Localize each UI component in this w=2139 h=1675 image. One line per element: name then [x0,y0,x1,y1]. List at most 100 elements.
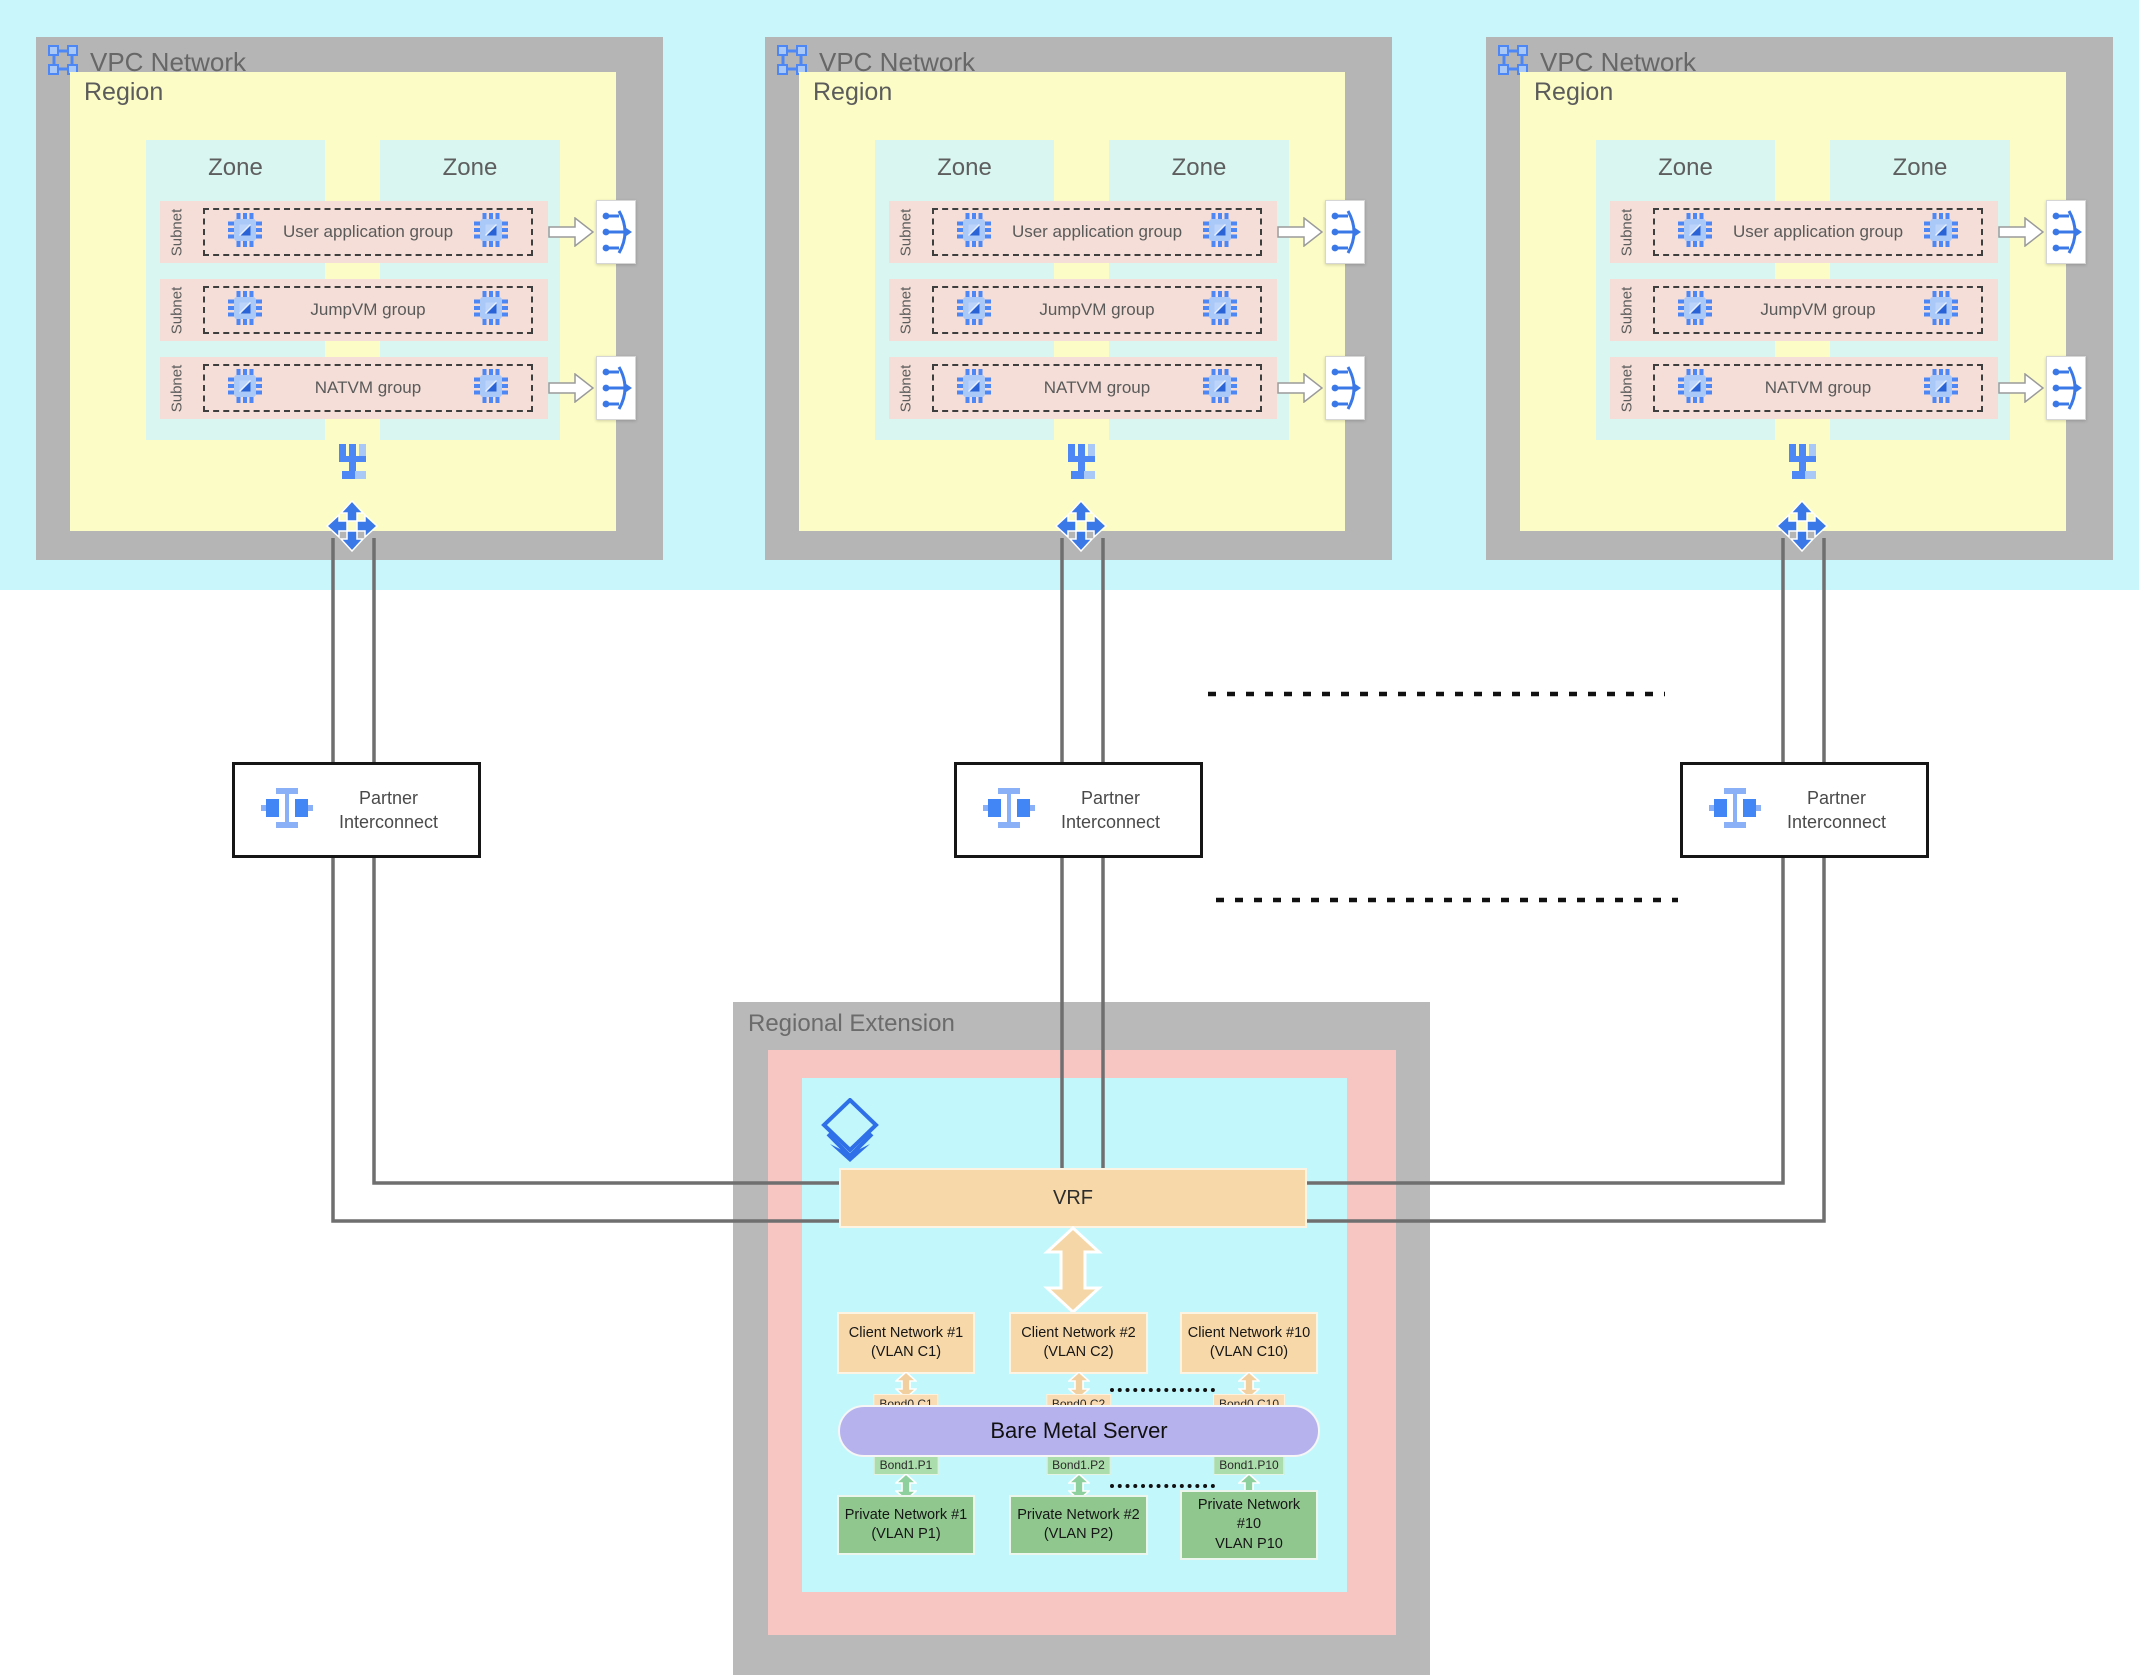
vpc-network-box: VPC Network Region Zone Zone Subnet User… [1486,37,2113,560]
zone-title: Zone [442,154,498,181]
load-balancer-icon [596,356,636,420]
client-network-box: Client Network #2(VLAN C2) [1009,1312,1148,1374]
vm-group-label: NATVM group [1764,378,1872,397]
subnet-row: Subnet NATVM group [160,357,548,419]
vpc-network-icon [1498,45,1528,80]
zone-title: Zone [1171,154,1227,181]
subnet-side-label: Subnet [897,364,915,412]
ellipsis-dotted-bottom [1110,1484,1215,1488]
vm-group-box: User application group [932,208,1262,256]
region-box: Region Zone Zone Subnet User application… [70,72,616,531]
vrf-double-arrow-icon [1041,1225,1105,1319]
partner-interconnect-icon [1709,786,1761,835]
four-way-arrows-icon [325,499,379,557]
compute-chip-icon [1202,212,1238,253]
subnet-row: Subnet User application group [160,201,548,263]
private-bond-label: Bond1.P1 [873,1455,939,1475]
region-box: Region Zone Zone Subnet User application… [1520,72,2066,531]
compute-chip-icon [227,368,263,409]
client-network-box: Client Network #10(VLAN C10) [1180,1312,1318,1374]
load-balancer-icon [1325,356,1365,420]
vm-group-label: JumpVM group [1039,300,1155,319]
compute-chip-icon [1677,290,1713,331]
vm-group-box: User application group [203,208,533,256]
subnet-side-label: Subnet [168,208,186,256]
egress-arrow-icon [1998,372,2045,404]
vm-group-box: JumpVM group [932,286,1262,334]
compute-chip-icon [1923,212,1959,253]
zone-title: Zone [1892,154,1948,181]
vpc-network-box: VPC Network Region Zone Zone Subnet User… [765,37,1392,560]
compute-chip-icon [473,212,509,253]
egress-arrow-icon [548,372,595,404]
compute-chip-icon [227,290,263,331]
egress-arrow-icon [548,216,595,248]
subnet-side-label: Subnet [897,286,915,334]
vrf-box: VRF [839,1168,1307,1228]
vm-group-box: NATVM group [932,364,1262,412]
subnet-side-label: Subnet [1618,208,1636,256]
egress-arrow-icon [1998,216,2045,248]
vpc-network-icon [48,45,78,80]
partner-interconnect-icon [983,786,1035,835]
subnet-row: Subnet User application group [1610,201,1998,263]
vm-group-label: NATVM group [1043,378,1151,397]
network-hub-icon [1784,443,1820,484]
compute-chip-icon [1202,290,1238,331]
subnet-side-label: Subnet [168,364,186,412]
load-balancer-icon [1325,200,1365,264]
zone-title: Zone [208,154,263,181]
compute-chip-icon [956,368,992,409]
vm-group-box: JumpVM group [203,286,533,334]
vm-group-label: User application group [1011,222,1183,241]
compute-chip-icon [956,212,992,253]
compute-chip-icon [227,212,263,253]
private-network-box: Private Network #1(VLAN P1) [837,1495,975,1555]
private-bond-label: Bond1.P2 [1046,1455,1111,1475]
subnet-row: Subnet User application group [889,201,1277,263]
compute-chip-icon [1923,290,1959,331]
vm-group-label: NATVM group [314,378,422,397]
subnet-row: Subnet JumpVM group [1610,279,1998,341]
private-network-box: Private Network #2(VLAN P2) [1009,1495,1148,1555]
four-way-arrows-icon [1054,499,1108,557]
subnet-row: Subnet JumpVM group [889,279,1277,341]
egress-arrow-icon [1277,372,1324,404]
vm-group-box: JumpVM group [1653,286,1983,334]
subnet-side-label: Subnet [897,208,915,256]
regional-extension-content: VRF Client Network #1(VLAN C1) Bond0.C1 … [733,1002,1430,1675]
load-balancer-icon [2046,200,2086,264]
private-bond-label: Bond1.P10 [1213,1455,1285,1475]
compute-chip-icon [473,368,509,409]
subnet-row: Subnet NATVM group [1610,357,1998,419]
vpc-network-box: VPC Network Region Zone Zone Subnet User… [36,37,663,560]
four-way-arrows-icon [1775,499,1829,557]
compute-chip-icon [1677,368,1713,409]
vm-group-box: User application group [1653,208,1983,256]
compute-chip-icon [1923,368,1959,409]
subnet-side-label: Subnet [168,286,186,334]
vpc-network-icon [777,45,807,80]
region-box: Region Zone Zone Subnet User application… [799,72,1345,531]
compute-chip-icon [956,290,992,331]
compute-chip-icon [1202,368,1238,409]
vm-group-label: User application group [1732,222,1904,241]
region-title: Region [1534,78,1614,106]
ellipsis-dotted-top [1110,1388,1215,1392]
region-title: Region [84,78,164,106]
vm-group-label: JumpVM group [1760,300,1876,319]
peering-layers-icon [821,1097,879,1169]
load-balancer-icon [596,200,636,264]
compute-chip-icon [1677,212,1713,253]
compute-chip-icon [473,290,509,331]
vm-group-box: NATVM group [203,364,533,412]
network-hub-icon [1063,443,1099,484]
zone-title: Zone [937,154,992,181]
network-hub-icon [334,443,370,484]
